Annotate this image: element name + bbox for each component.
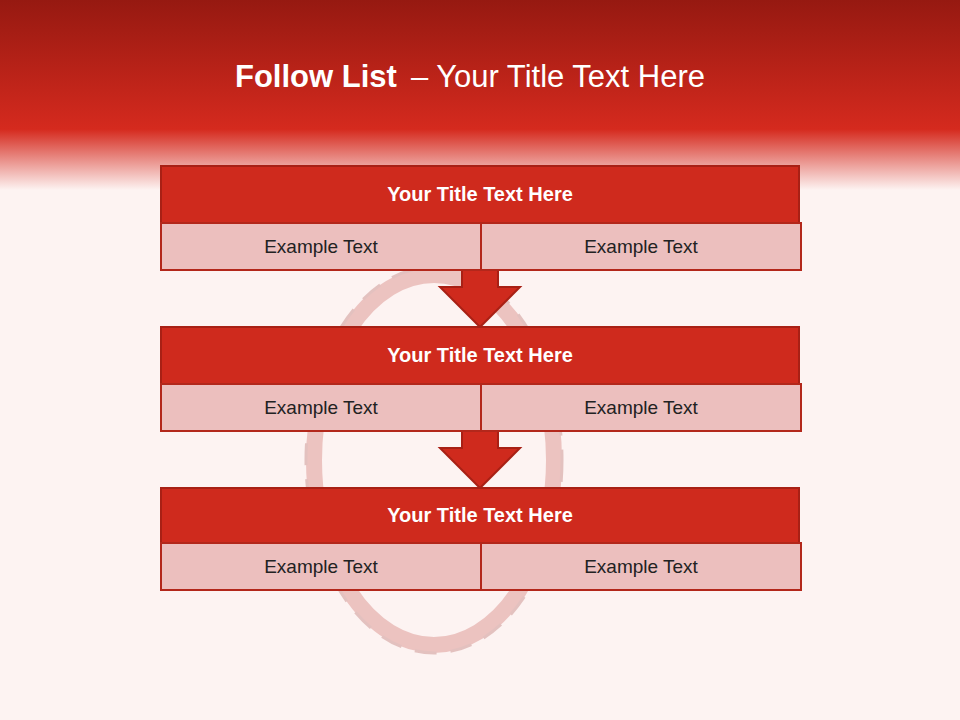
example-cell: Example Text [480, 383, 802, 432]
step-title: Your Title Text Here [387, 183, 573, 206]
example-text: Example Text [584, 236, 698, 258]
example-cell: Example Text [480, 222, 802, 271]
step-band: Your Title Text HereExample Text Example … [160, 165, 800, 271]
watermark-ring [306, 267, 562, 653]
example-cell: Example Text [160, 222, 482, 271]
example-text: Example Text [584, 397, 698, 419]
header-bar [0, 0, 960, 190]
page-heading: Follow List – Your Title Text Here [0, 52, 960, 102]
slide-title: Follow List [235, 59, 397, 95]
step-band: Your Title Text HereExample Text Example … [160, 487, 800, 591]
example-text: Example Text [584, 556, 698, 578]
step-title: Your Title Text Here [387, 504, 573, 527]
example-cell: Example Text [160, 542, 482, 591]
flow-arrow [440, 270, 520, 327]
example-cell: Example Text [160, 383, 482, 432]
example-text: Example Text [264, 397, 378, 419]
example-cell: Example Text [480, 542, 802, 591]
step-title: Your Title Text Here [387, 344, 573, 367]
flow-arrow [440, 431, 520, 488]
slide-subtitle: – Your Title Text Here [411, 59, 705, 95]
example-text: Example Text [264, 556, 378, 578]
example-text: Example Text [264, 236, 378, 258]
step-band: Your Title Text HereExample Text Example … [160, 326, 800, 432]
